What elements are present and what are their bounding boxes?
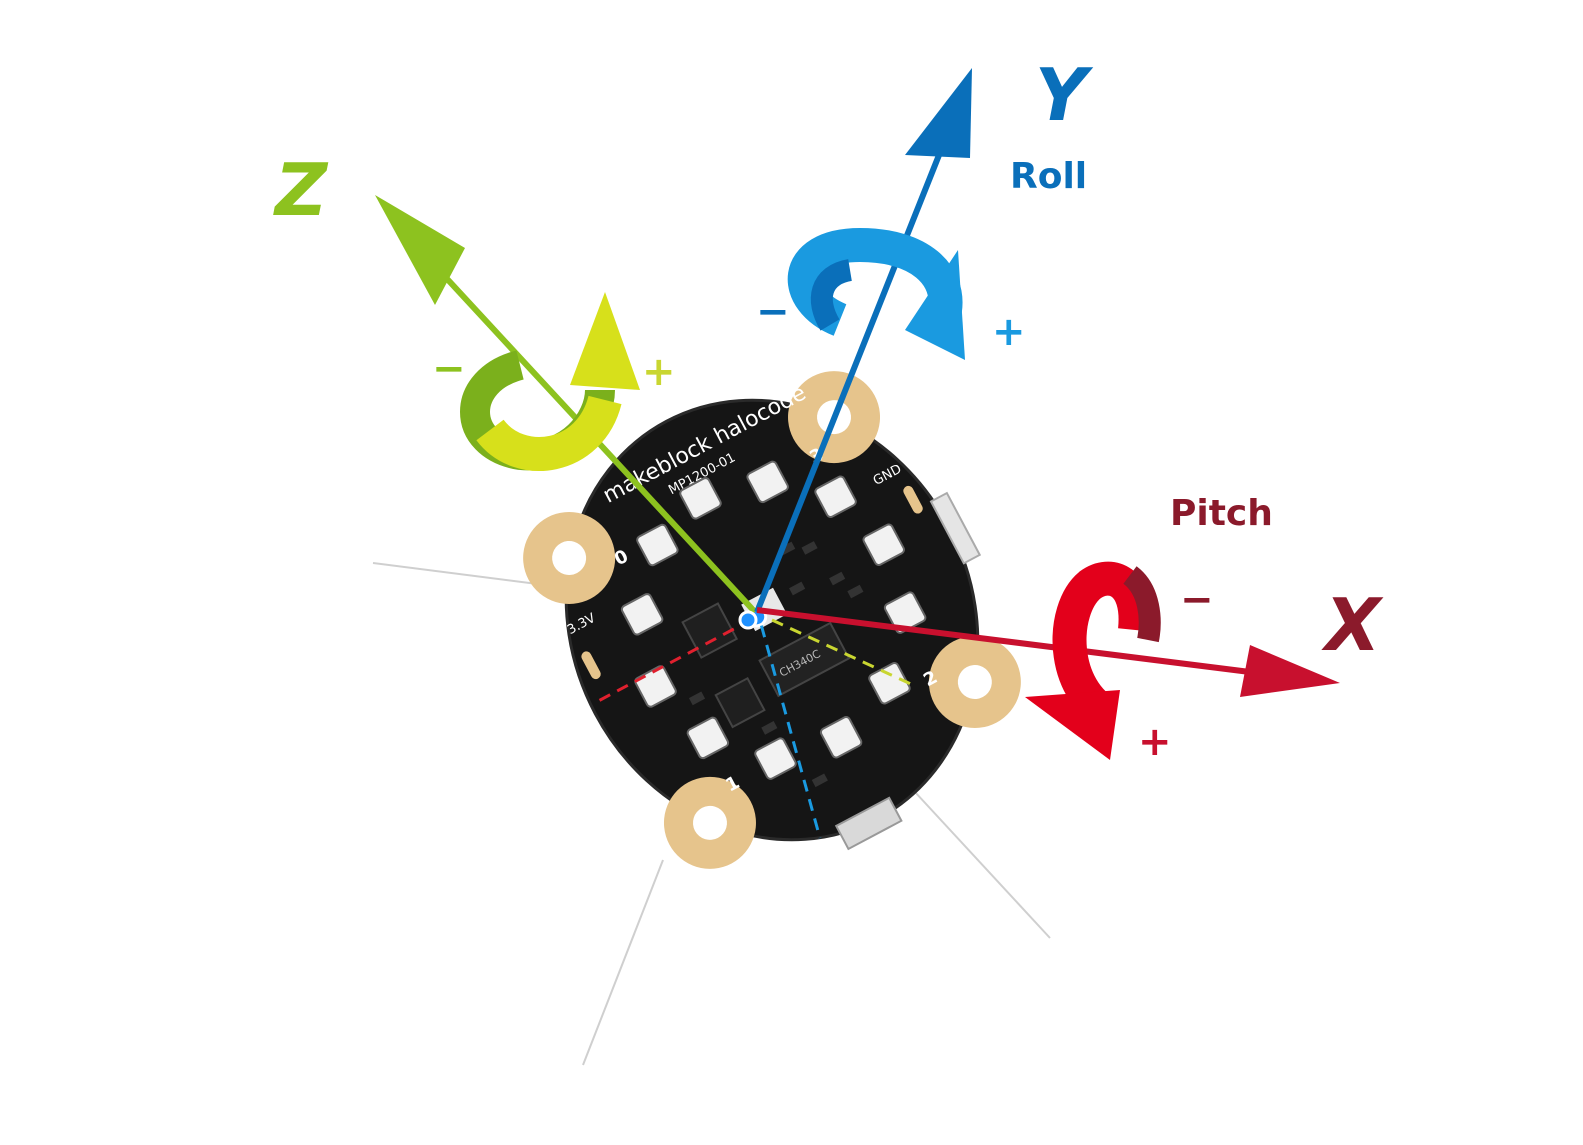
z-axis: Z − + bbox=[273, 148, 758, 615]
y-rotation-arrow bbox=[787, 227, 965, 360]
x-axis-line bbox=[756, 607, 1251, 675]
usb-connector bbox=[834, 796, 903, 851]
y-axis-letter: Y bbox=[1035, 53, 1094, 137]
x-rotation-arrow bbox=[1025, 561, 1161, 760]
y-axis-projection bbox=[759, 625, 822, 839]
y-minus-sign: − bbox=[756, 289, 790, 335]
z-rotation-arrow bbox=[460, 292, 640, 471]
z-axis-projection bbox=[771, 618, 916, 688]
chip-ch340 bbox=[758, 621, 851, 698]
x-axis-arrowhead bbox=[1240, 645, 1340, 697]
z-axis-letter: Z bbox=[273, 148, 329, 232]
pitch-label: Pitch bbox=[1170, 493, 1273, 534]
side-connector bbox=[929, 491, 982, 565]
x-plus-sign: + bbox=[1138, 719, 1172, 765]
roll-label: Roll bbox=[1010, 156, 1087, 197]
x-axis: X Pitch − + bbox=[756, 493, 1384, 765]
led-ring bbox=[620, 460, 927, 780]
y-plus-sign: + bbox=[992, 309, 1026, 355]
pad-2 bbox=[928, 636, 1021, 729]
y-axis-line bbox=[754, 138, 948, 614]
halocode-board: 0 3 1 2 3.3V GND makeblock halocode MP12… bbox=[523, 371, 1021, 869]
origin-point bbox=[738, 610, 758, 630]
pad-0 bbox=[523, 511, 616, 604]
pad-1 bbox=[663, 776, 756, 869]
x-axis-letter: X bbox=[1321, 583, 1384, 667]
x-minus-sign: − bbox=[1180, 577, 1214, 623]
y-axis: Y Roll − + bbox=[754, 53, 1094, 614]
z-plus-sign: + bbox=[642, 349, 676, 395]
z-minus-sign: − bbox=[432, 346, 466, 392]
y-axis-arrowhead bbox=[905, 68, 972, 158]
x-axis-projection bbox=[598, 619, 751, 702]
z-axis-arrowhead bbox=[375, 195, 465, 305]
gold-pads bbox=[523, 371, 1021, 869]
